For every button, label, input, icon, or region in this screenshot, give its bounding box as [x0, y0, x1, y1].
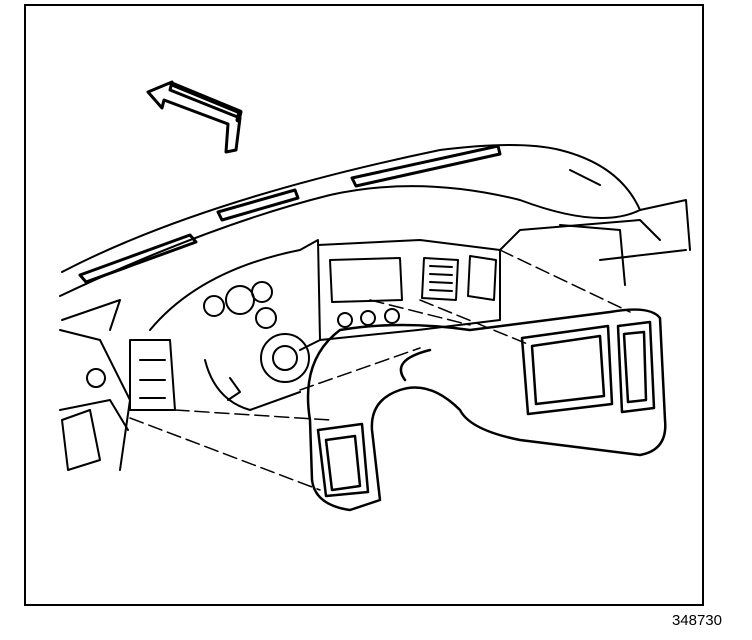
- alignment-lines: [129, 249, 631, 491]
- dash-top-pad: [59, 144, 641, 471]
- figure-id-label: 348730: [671, 612, 722, 629]
- diagram-frame: [24, 4, 704, 606]
- instrument-cluster-area: [129, 239, 321, 411]
- center-stack-area: [317, 199, 691, 341]
- instrument-panel-bezel: [306, 308, 667, 512]
- forward-direction-arrow-icon: [146, 80, 243, 154]
